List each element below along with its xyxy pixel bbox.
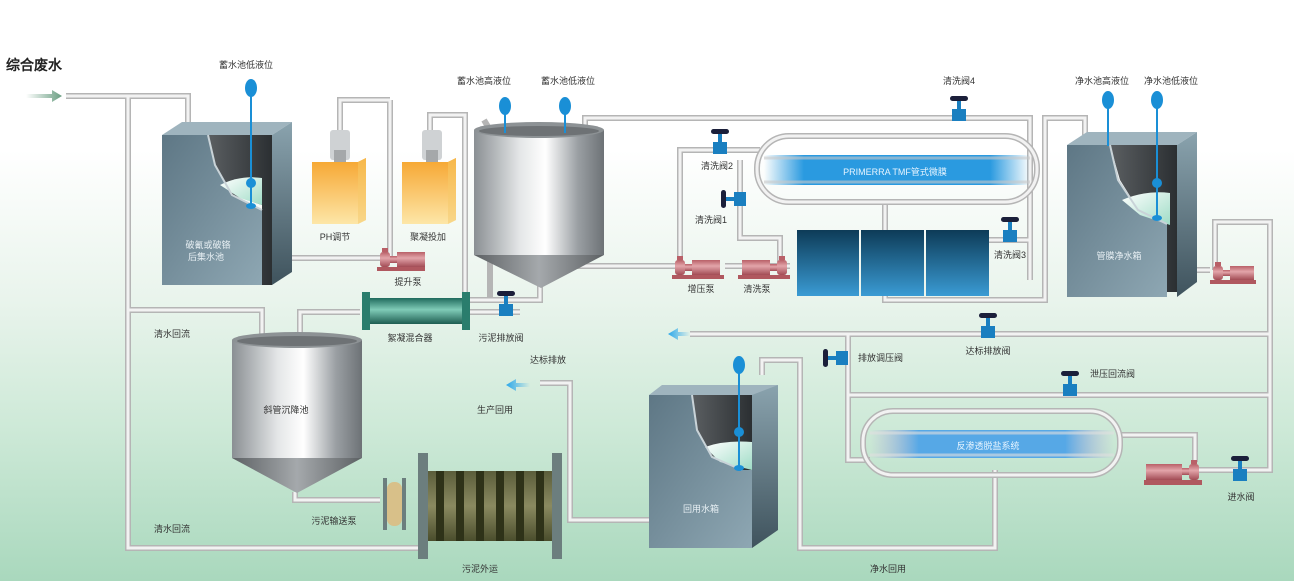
compliant-drain-valve-label: 达标排放阀: [965, 346, 1011, 356]
inlet-arrow-icon: [26, 90, 62, 102]
wash-valve-4-icon: [950, 96, 968, 121]
clean-high-level-label: 净水池高液位: [1074, 76, 1130, 86]
compliant-discharge-label: 达标排放: [529, 355, 567, 365]
valves: [497, 96, 1249, 481]
filter-press: [418, 453, 562, 559]
wash-pump-label: 清洗泵: [743, 284, 771, 294]
relief-return-valve-label: 泄压回流阀: [1090, 369, 1136, 379]
drain-regulator-valve-label: 排放调压阀: [858, 353, 904, 363]
reuse-tank-label: 回用水箱: [682, 504, 720, 514]
reaction-low-level-label: 蓄水池低液位: [540, 76, 596, 86]
ro-feed-pump-icon: [1144, 460, 1202, 485]
compliant-drain-valve-icon: [979, 313, 997, 338]
return-flow-top-label: 清水回流: [153, 329, 191, 339]
mixer-label: 絮凝混合器: [387, 333, 433, 343]
sludge-pump-icon: [383, 478, 406, 530]
level-sensor-reuse: [733, 356, 745, 471]
wash-valve-3-icon: [1001, 217, 1019, 242]
clean-water-tank: [1067, 132, 1197, 297]
coagulation-mixer: [362, 292, 470, 330]
clean-low-level-label: 净水池低液位: [1143, 76, 1199, 86]
booster-pump-icon: [672, 256, 724, 279]
ro-system: [860, 408, 1123, 478]
level-sensors-clean: [1102, 91, 1163, 221]
sludge-drain-valve-label: 污泥排放阀: [478, 333, 524, 343]
diagram-title: 综合废水: [6, 57, 62, 73]
ro-system-label: 反渗透脱盐系统: [956, 441, 1020, 451]
lift-pump-icon: [377, 248, 425, 271]
compliant-discharge-arrow-icon: [668, 328, 690, 340]
sludge-pump-label: 污泥输送泵: [311, 516, 357, 526]
filter-press-label: 污泥外运: [461, 564, 499, 574]
wash-valve-2-icon: [711, 129, 729, 154]
ph-doser-label: PH调节: [319, 232, 351, 242]
doser-ph: [312, 130, 366, 224]
level-sensors-reaction: [499, 97, 571, 133]
wash-valve-4-label: 清洗阀4: [942, 76, 976, 86]
production-reuse-label: 生产回用: [476, 405, 514, 415]
return-flow-bottom-label: 清水回流: [153, 524, 191, 534]
doser-coagulant: [402, 130, 456, 224]
clean-reuse-label: 净水回用: [869, 564, 907, 574]
settling-tank: [232, 332, 362, 493]
wash-valve-2-label: 清洗阀2: [700, 161, 734, 171]
clean-water-tank-label: 管膜净水箱: [1096, 251, 1142, 261]
booster-pump-label: 增压泵: [687, 284, 715, 294]
sludge-drain-valve-icon: [497, 291, 515, 316]
collection-tank-label-1: 破氰或破铬: [185, 240, 231, 250]
reuse-tank: [649, 385, 778, 548]
reaction-high-level-label: 蓄水池高液位: [456, 76, 512, 86]
tmf-membrane: [754, 133, 1040, 205]
wash-valve-3-label: 清洗阀3: [993, 250, 1027, 260]
wash-valve-1-label: 清洗阀1: [694, 215, 728, 225]
collection-tank: [162, 122, 292, 285]
wash-pump-icon: [738, 256, 790, 279]
inlet-valve-icon: [1231, 456, 1249, 481]
wash-valve-1-icon: [721, 190, 746, 208]
settling-tank-label: 斜管沉降池: [263, 405, 309, 415]
reaction-tank: [474, 122, 604, 288]
inlet-valve-label: 进水阀: [1227, 492, 1255, 502]
collection-tank-label-2: 后集水池: [187, 252, 225, 262]
collection-low-level-label: 蓄水池低液位: [218, 60, 274, 70]
level-sensor-collection: [245, 79, 257, 209]
production-reuse-arrow-icon: [506, 379, 530, 391]
drain-regulator-valve-icon: [823, 349, 848, 367]
tmf-tank-modules: [797, 230, 989, 296]
relief-return-valve-icon: [1061, 371, 1079, 396]
lift-pump-label: 提升泵: [394, 277, 422, 287]
coagulant-doser-label: 聚凝投加: [409, 232, 447, 242]
tmf-membrane-label: PRIMERRA TMF管式微膜: [843, 167, 947, 177]
clean-water-pump-icon: [1210, 262, 1256, 284]
